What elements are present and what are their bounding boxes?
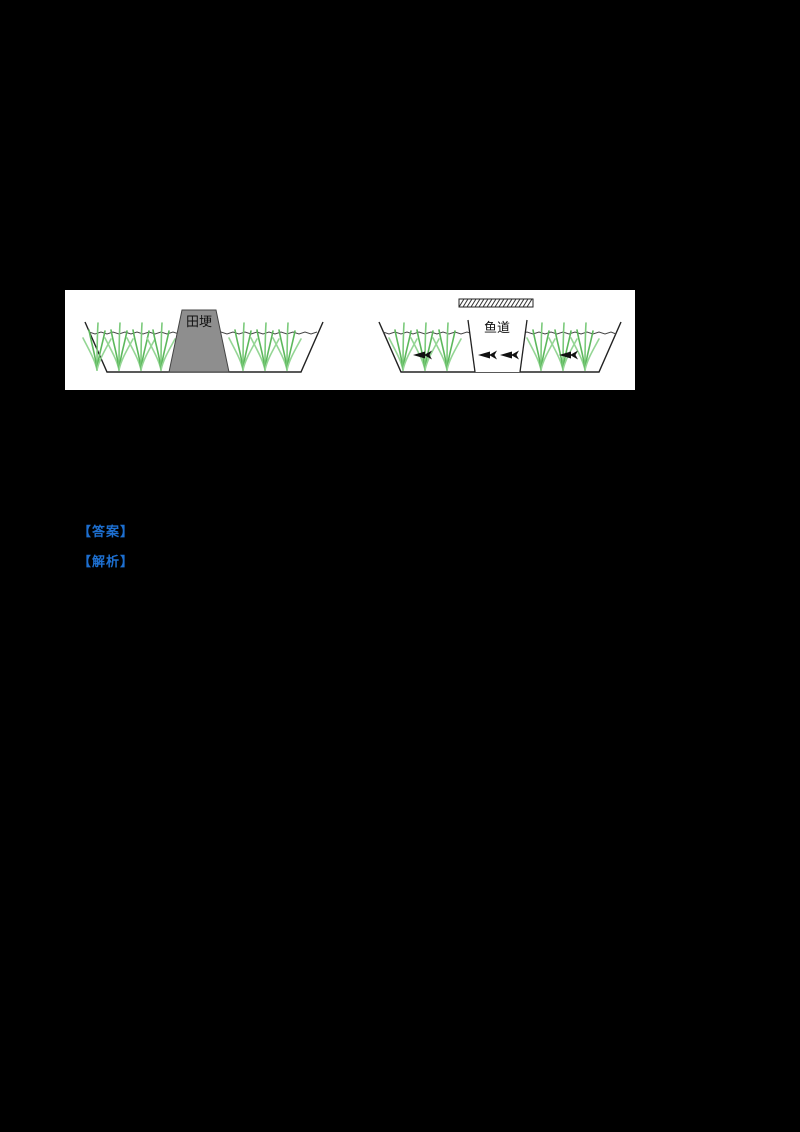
rice-plant — [526, 322, 556, 371]
analysis-link[interactable]: 【解析】 — [78, 554, 135, 569]
rice-plant — [570, 322, 600, 371]
ridge-shape — [168, 309, 230, 373]
rice-plant — [410, 322, 440, 371]
fishway-wall-left — [467, 319, 476, 373]
fishway-label: 鱼道 — [484, 320, 510, 335]
left-panel-ridge-diagram: 田埂 — [82, 309, 324, 373]
answer-link[interactable]: 【答案】 — [78, 524, 135, 539]
figure-rice-fish-diagram: 田埂 鱼道 — [65, 290, 635, 390]
rice-plant — [82, 322, 112, 371]
rice-plant — [228, 322, 258, 371]
hatched-cover-lines — [458, 298, 533, 308]
rice-plant — [548, 322, 578, 371]
rice-plant — [250, 322, 280, 371]
rice-plant — [272, 322, 302, 371]
rice-plant — [432, 322, 462, 371]
rice-plant — [104, 322, 134, 371]
fishway-wall-right — [519, 319, 528, 373]
ridge-label: 田埂 — [186, 314, 212, 329]
right-panel-fishway-diagram: 鱼道 — [378, 298, 622, 373]
rice-plant — [388, 322, 418, 371]
fishway-channel — [468, 320, 527, 372]
